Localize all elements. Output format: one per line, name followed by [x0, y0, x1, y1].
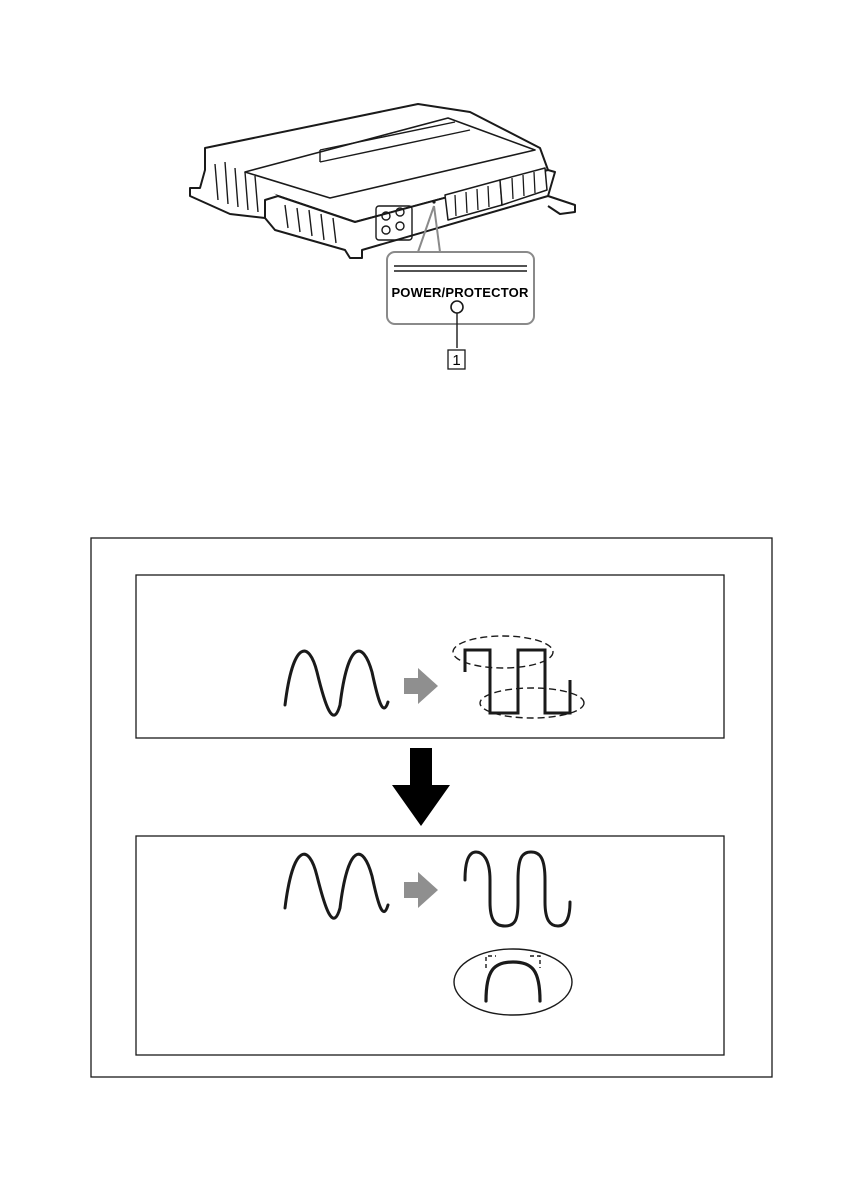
- callout-number: 1: [452, 352, 460, 369]
- callout-number-box: 1: [448, 350, 465, 369]
- soft-clip-detail: [454, 949, 572, 1015]
- led-indicator-icon: [451, 301, 463, 313]
- led-label-box: POWER/PROTECTOR: [387, 252, 534, 348]
- amplifier-illustration: [190, 104, 575, 258]
- power-protector-label: POWER/PROTECTOR: [391, 285, 529, 300]
- top-panel: [136, 575, 724, 738]
- bottom-panel: [136, 836, 724, 1055]
- black-down-arrow-icon: [392, 748, 450, 826]
